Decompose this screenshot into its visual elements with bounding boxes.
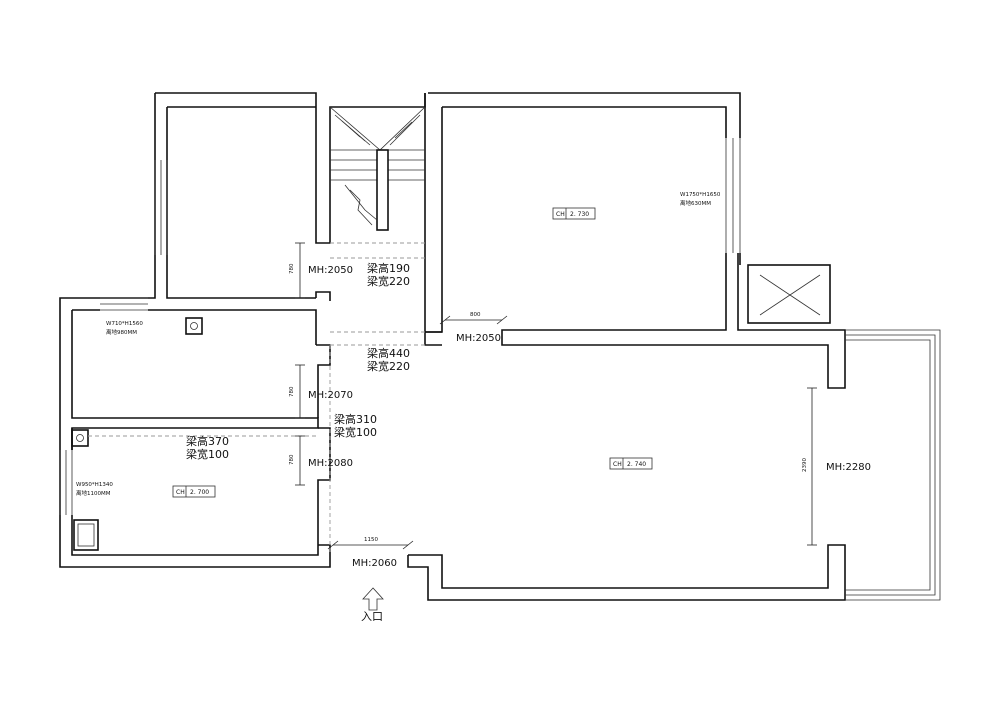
window-size-label: W950*H1340	[76, 482, 113, 488]
window-sill-label: 离地1100MM	[76, 489, 111, 497]
mh-label: MH:2080	[308, 458, 353, 469]
beam-width-label: 梁宽220	[367, 274, 410, 288]
dimension-label: 780	[289, 386, 295, 397]
entrance-arrow-icon	[362, 587, 384, 611]
beam-height-label: 梁高190	[367, 261, 410, 275]
ch-value: 2. 730	[570, 211, 589, 218]
mh-label: MH:2050	[456, 333, 501, 344]
beam-height-label: 梁高310	[334, 412, 377, 426]
dimension-label: 2390	[802, 458, 808, 472]
beam-width-label: 梁宽220	[367, 359, 410, 373]
ceiling-tag-living: CH 2. 740	[609, 457, 653, 470]
walls	[59, 92, 941, 601]
beam-width-label: 梁宽100	[334, 425, 377, 439]
window-sill-label: 离地980MM	[106, 328, 137, 336]
beam-height-label: 梁高440	[367, 346, 410, 360]
ch-label: CH	[176, 489, 185, 496]
beam-height-label: 梁高370	[186, 434, 229, 448]
dimension-lines	[295, 242, 817, 550]
ch-label: CH	[613, 461, 622, 468]
window-size-label: W1750*H1650	[680, 192, 721, 198]
mh-label: MH:2050	[308, 265, 353, 276]
mh-label: MH:2070	[308, 390, 353, 401]
beam-width-label: 梁宽100	[186, 447, 229, 461]
ch-label: CH	[556, 211, 565, 218]
ch-value: 2. 700	[190, 489, 209, 496]
beam-lines	[88, 242, 425, 555]
entrance-label: 入口	[361, 610, 383, 623]
mh-label: MH:2280	[826, 462, 871, 473]
dimension-label: 800	[470, 312, 481, 318]
window-size-label: W710*H1560	[106, 321, 143, 327]
staircase	[329, 106, 426, 231]
window-sill-label: 离地630MM	[680, 199, 711, 207]
mh-label: MH:2060	[352, 558, 397, 569]
dimension-label: 1150	[364, 537, 378, 543]
ceiling-tag-bedroom: CH 2. 730	[552, 207, 596, 220]
ch-value: 2. 740	[627, 461, 646, 468]
ceiling-tag-room: CH 2. 700	[172, 485, 216, 498]
dimension-label: 780	[289, 263, 295, 274]
dimension-label: 780	[289, 454, 295, 465]
